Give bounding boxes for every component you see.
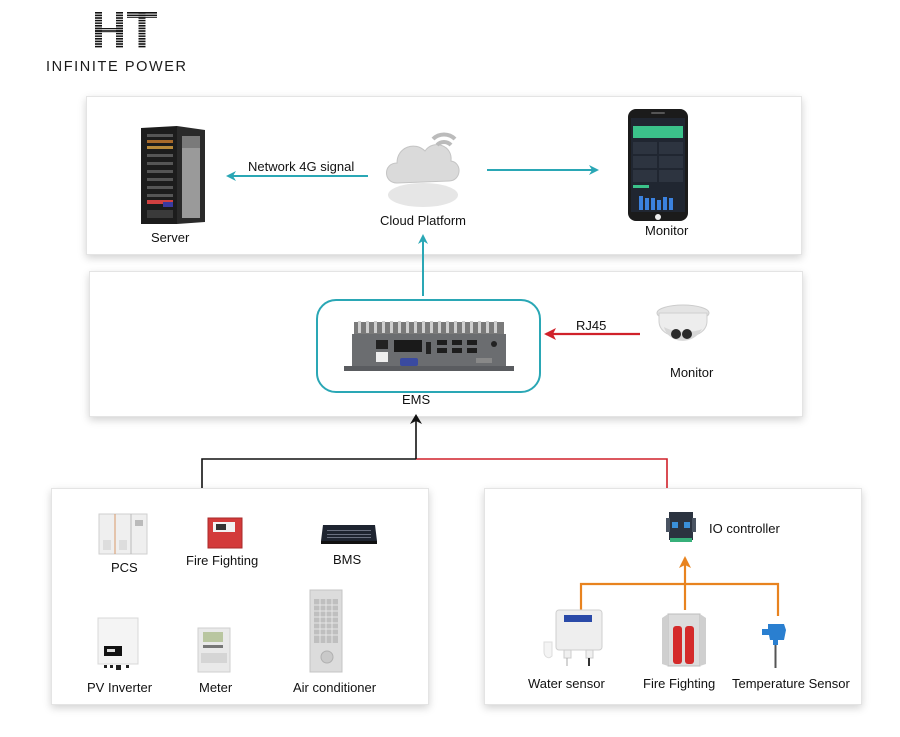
bms-label: BMS (333, 552, 362, 567)
fire-fighting-label-right: Fire Fighting (643, 676, 716, 691)
air-conditioner-label: Air conditioner (293, 680, 377, 695)
fire-fighting-label-left: Fire Fighting (186, 553, 259, 568)
smartphone-monitor-icon (628, 109, 688, 221)
pcs-cabinet-icon (98, 513, 148, 555)
line-io-bus (416, 458, 668, 488)
pcs-label: PCS (111, 560, 138, 575)
bms-unit-icon (321, 525, 377, 544)
temperature-sensor-label: Temperature Sensor (732, 676, 850, 691)
ems-box[interactable] (316, 299, 541, 393)
cloud-platform-icon (386, 132, 460, 207)
temperature-sensor-icon (762, 624, 786, 668)
cloud-platform-label: Cloud Platform (380, 213, 466, 228)
fire-extinguisher-cabinet-icon (662, 613, 706, 667)
meter-label: Meter (199, 680, 233, 695)
water-sensor-label: Water sensor (528, 676, 605, 691)
pv-inverter-icon (97, 617, 139, 670)
rj45-label: RJ45 (576, 318, 607, 333)
network-4g-label: Network 4G signal (248, 159, 355, 174)
line-field-devices-bus (201, 458, 416, 488)
phone-monitor-label: Monitor (645, 223, 689, 238)
fire-alarm-panel-icon (207, 517, 243, 549)
pv-inverter-label: PV Inverter (87, 680, 153, 695)
water-sensor-icon (543, 609, 603, 666)
ht-logo-mark-icon (95, 12, 157, 48)
dome-camera-icon (656, 304, 710, 341)
io-controller-label: IO controller (709, 521, 780, 536)
io-controller-icon (666, 512, 696, 542)
camera-monitor-label: Monitor (670, 365, 714, 380)
energy-meter-icon (197, 627, 231, 673)
server-rack-icon (141, 126, 205, 224)
ems-label: EMS (402, 392, 431, 407)
ems-controller-icon (344, 321, 514, 371)
server-label: Server (151, 230, 190, 245)
logo-tagline: INFINITE POWER (46, 59, 188, 75)
air-conditioner-icon (309, 589, 343, 673)
